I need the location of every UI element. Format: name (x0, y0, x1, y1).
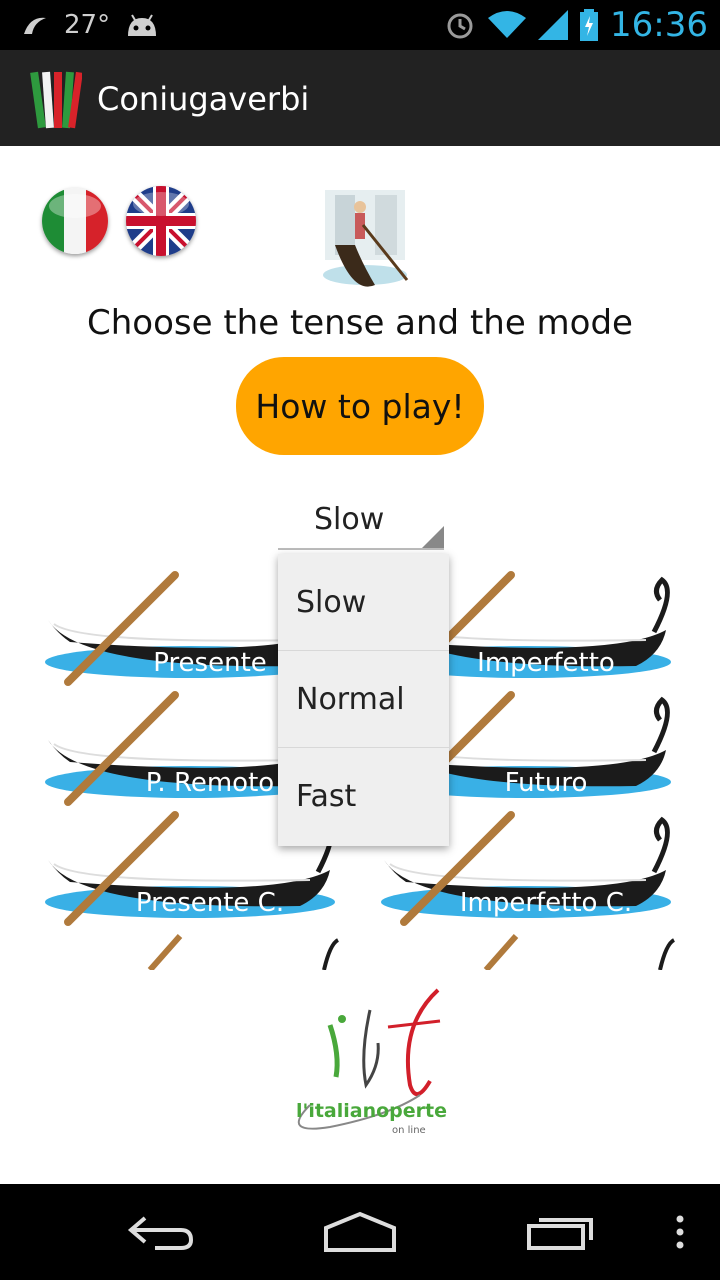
action-bar: Coniugaverbi (0, 50, 720, 146)
gondola-icon (45, 691, 335, 806)
instruction-heading: Choose the tense and the mode (87, 303, 633, 343)
speed-option-fast[interactable]: Fast (296, 779, 357, 814)
speed-dropdown-menu: Slow Normal Fast (278, 554, 449, 846)
tense-label: Imperfetto (477, 648, 615, 678)
navigation-bar (0, 1184, 720, 1280)
speed-option-slow[interactable]: Slow (278, 554, 449, 651)
clock-text: 16:36 (610, 5, 708, 45)
temperature-text: 27° (64, 10, 111, 40)
gondola-icon (45, 811, 335, 926)
logo-subtext: on line (392, 1125, 426, 1135)
italianoperte-logo: l'italianoperte on line (296, 988, 447, 1135)
tense-button-presente[interactable]: Presente (40, 570, 340, 690)
battery-icon (580, 9, 599, 41)
home-button[interactable] (290, 1184, 430, 1280)
wifi-icon (488, 11, 527, 38)
gondolier-image (323, 190, 409, 287)
tense-label: Futuro (504, 768, 588, 798)
gondola-icon (381, 811, 671, 926)
alarm-icon (447, 13, 473, 39)
recent-apps-button[interactable] (490, 1184, 630, 1280)
back-icon (127, 1216, 194, 1250)
tense-button-imperfetto[interactable]: Imperfetto (376, 570, 676, 690)
home-icon (324, 1211, 396, 1252)
speed-spinner[interactable]: Slow (278, 500, 444, 550)
spinner-arrow-icon (422, 526, 444, 548)
tense-label: Presente (153, 648, 267, 678)
overflow-menu-icon (676, 1215, 684, 1249)
gondola-partial-icon (147, 934, 340, 970)
tense-button-imperfetto-congiuntivo[interactable]: Imperfetto C. (376, 810, 676, 930)
status-bar: 27° 16:36 (0, 0, 720, 50)
how-to-play-button[interactable]: How to play! (236, 357, 484, 455)
english-flag-button[interactable] (126, 186, 196, 256)
back-button[interactable] (90, 1184, 230, 1280)
tense-label: Imperfetto C. (459, 888, 633, 918)
tense-button-passato-remoto[interactable]: P. Remoto (40, 690, 340, 810)
italian-flag-button[interactable] (42, 188, 108, 254)
signal-icon (538, 10, 569, 40)
app-logo-icon (30, 71, 82, 129)
italy-flag-icon (42, 188, 108, 254)
gondola-icon (45, 571, 335, 686)
recent-apps-icon (527, 1218, 593, 1250)
tense-label: Presente C. (135, 888, 285, 918)
uk-flag-icon (126, 186, 196, 256)
weather-icon (24, 17, 46, 34)
android-icon (128, 14, 157, 36)
app-title: Coniugaverbi (97, 80, 310, 118)
tense-button-presente-congiuntivo[interactable]: Presente C. (40, 810, 340, 930)
speed-selected-value: Slow (314, 502, 385, 537)
gondola-icon (381, 571, 671, 686)
tense-label: P. Remoto (145, 768, 275, 798)
gondola-partial-icon (483, 934, 676, 970)
speed-option-normal[interactable]: Normal (278, 651, 449, 748)
logo-text: l'italianoperte (296, 1100, 447, 1122)
overflow-menu-button[interactable] (610, 1184, 720, 1280)
